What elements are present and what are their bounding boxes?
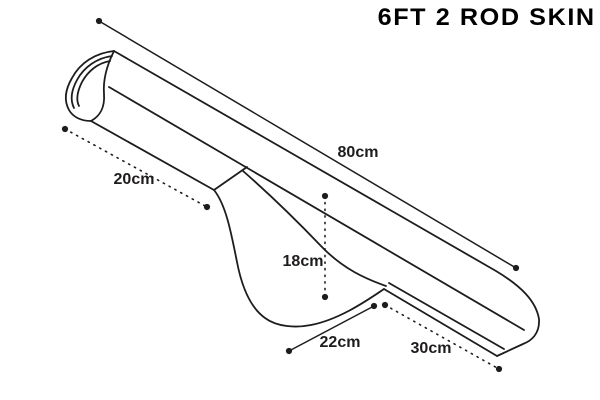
left-cap-seam — [90, 50, 115, 122]
dimension-line-22cm — [288, 305, 375, 352]
dimension-endpoint-dot — [61, 125, 69, 133]
dimension-endpoint-dot — [495, 365, 503, 373]
dimension-endpoint-dot — [95, 17, 103, 25]
bottom-edge-right — [383, 288, 498, 357]
dimension-label-80cm: 80cm — [338, 144, 379, 161]
dimension-label-20cm: 20cm — [114, 171, 155, 188]
dimension-endpoint-dot — [321, 293, 329, 301]
dimension-label-22cm: 22cm — [320, 334, 361, 351]
dimension-endpoint-dot — [381, 301, 389, 309]
rod-skin-body — [65, 50, 540, 357]
dimension-lines: 80cm 20cm 18cm 22cm — [61, 17, 520, 373]
long-seam-edge — [108, 86, 525, 331]
pouch-fold-line — [213, 166, 248, 191]
dimension-line-30cm — [384, 304, 500, 370]
dimension-endpoint-dot — [203, 203, 211, 211]
dimension-endpoint-dot — [370, 302, 378, 310]
dimension-pouch-depth: 18cm — [283, 192, 329, 301]
dimension-top-length: 80cm — [95, 17, 520, 272]
bottom-edge-left — [90, 120, 215, 191]
dimension-label-30cm: 30cm — [411, 340, 452, 357]
dimension-endpoint-dot — [321, 192, 329, 200]
dimension-right-section: 30cm — [381, 301, 503, 373]
dimension-line-20cm — [64, 128, 208, 208]
top-edge — [113, 50, 540, 357]
left-cap-piping-2 — [76, 60, 111, 107]
left-cap-outline — [65, 50, 115, 122]
bottom-piping-seam — [388, 282, 505, 350]
dimension-line-80cm — [98, 20, 517, 269]
pouch-outline — [213, 189, 385, 328]
page-title: 6FT 2 ROD SKIN — [377, 4, 596, 31]
dimension-left-section: 20cm — [61, 125, 211, 211]
dimension-label-18cm: 18cm — [283, 253, 324, 270]
dimension-endpoint-dot — [285, 347, 293, 355]
dimension-endpoint-dot — [512, 264, 520, 272]
dimension-pouch-width: 22cm — [285, 302, 378, 355]
left-cap-piping-1 — [70, 55, 113, 109]
pouch-drape-curve — [242, 170, 387, 287]
